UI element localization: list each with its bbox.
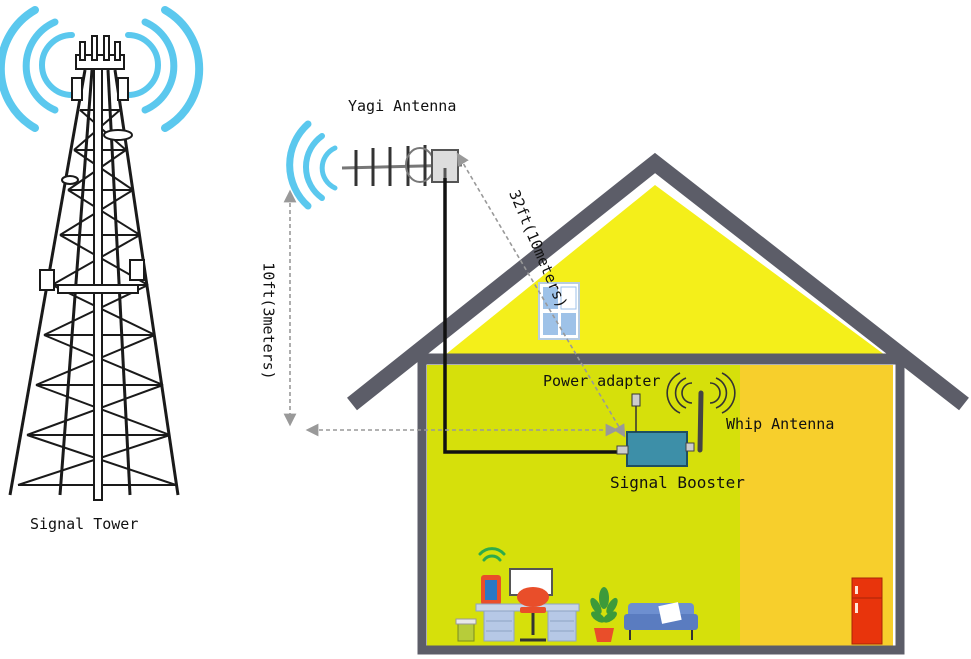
booster-icon xyxy=(616,431,695,467)
yagi-antenna-icon xyxy=(286,120,463,210)
fridge-icon xyxy=(851,577,883,645)
whip-antenna-label: Whip Antenna xyxy=(726,415,835,433)
phone-icon xyxy=(478,547,506,605)
tower-signal-waves xyxy=(0,6,204,132)
trash-bin-icon xyxy=(455,618,477,642)
signal-tower-label: Signal Tower xyxy=(30,515,139,533)
power-adapter-label: Power adapter xyxy=(543,372,661,390)
yagi-antenna-label: Yagi Antenna xyxy=(348,97,457,115)
height-distance-label: 10ft(3meters) xyxy=(259,262,278,380)
chair-icon xyxy=(517,587,549,642)
power-adapter-icon xyxy=(631,393,641,432)
plant-icon xyxy=(590,587,618,642)
sofa-icon xyxy=(624,602,698,640)
tower-icon xyxy=(0,6,204,501)
signal-booster-label: Signal Booster xyxy=(610,473,745,492)
whip-antenna-icon xyxy=(666,372,736,453)
antenna-cable xyxy=(443,178,628,454)
